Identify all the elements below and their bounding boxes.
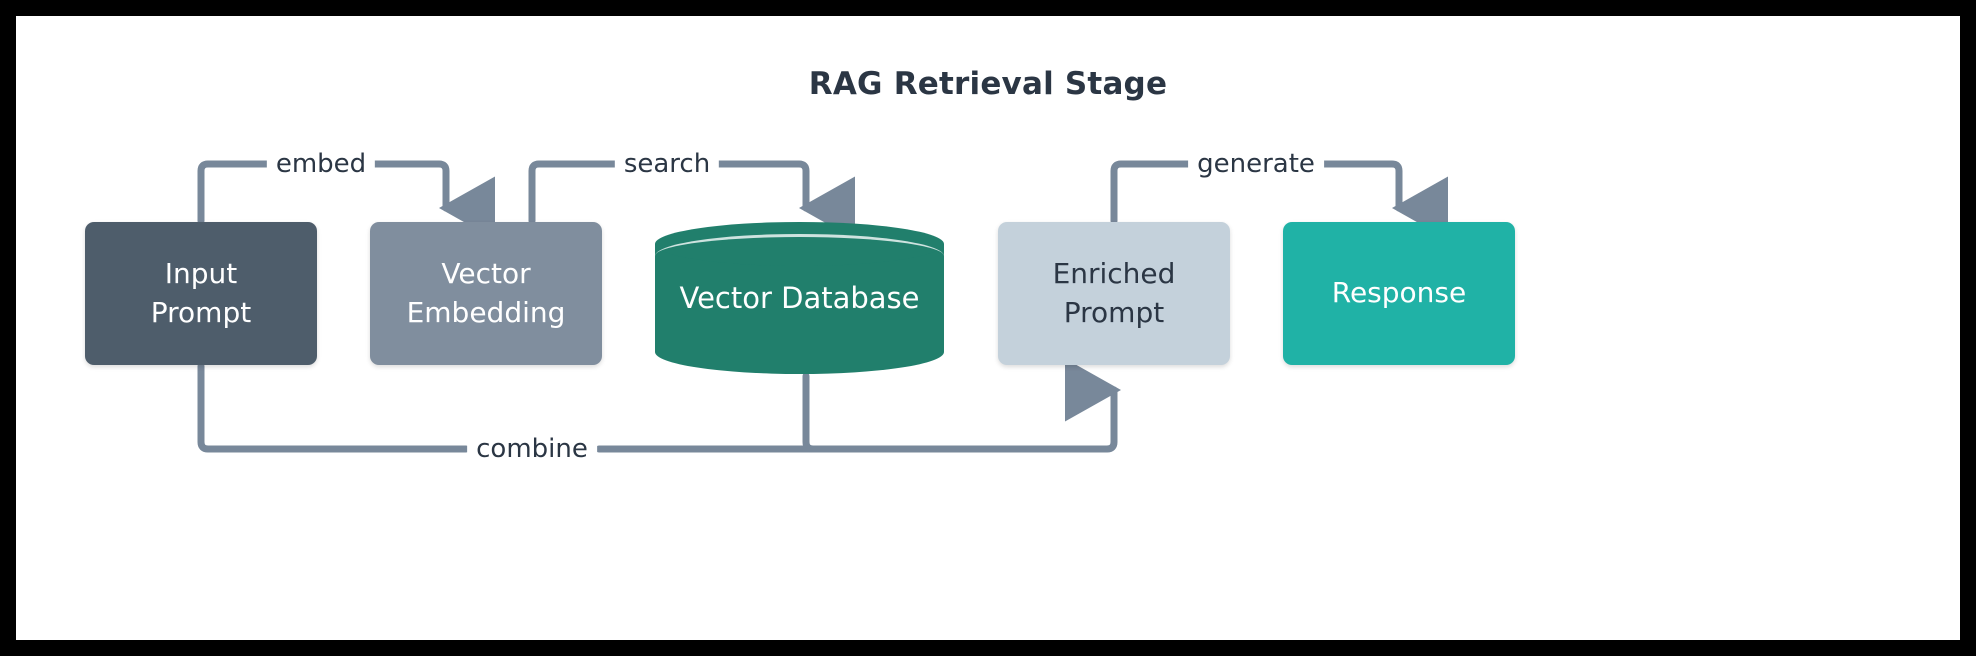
cylinder-rim-highlight	[655, 234, 944, 278]
edge-label-combine: combine	[467, 434, 597, 464]
node-enriched-prompt[interactable]: Enriched Prompt	[998, 222, 1230, 365]
edge-generate-left	[1110, 160, 1204, 225]
edge-label-search: search	[614, 149, 720, 179]
node-vector-database[interactable]: Vector Database	[655, 222, 944, 374]
node-enriched-prompt-label: Enriched Prompt	[1052, 256, 1176, 329]
edge-search-right	[714, 160, 855, 240]
edge-combine-left	[197, 362, 470, 453]
edge-label-generate: generate	[1188, 149, 1324, 179]
node-input-prompt[interactable]: Input Prompt	[85, 222, 317, 365]
node-response[interactable]: Response	[1283, 222, 1515, 365]
edge-label-embed: embed	[266, 149, 376, 179]
edge-combine-right	[595, 358, 1121, 453]
edge-generate-right	[1308, 160, 1448, 240]
node-vector-embedding[interactable]: Vector Embedding	[370, 222, 602, 365]
diagram-canvas: RAG Retrieval Stage	[16, 16, 1960, 640]
page-title: RAG Retrieval Stage	[808, 66, 1168, 102]
node-input-prompt-label: Input Prompt	[150, 256, 252, 329]
node-vector-database-label: Vector Database	[679, 281, 920, 315]
node-response-label: Response	[1331, 276, 1467, 310]
edge-search-left	[528, 160, 620, 225]
node-vector-embedding-label: Vector Embedding	[406, 256, 566, 329]
edge-db-to-combine	[802, 372, 880, 453]
